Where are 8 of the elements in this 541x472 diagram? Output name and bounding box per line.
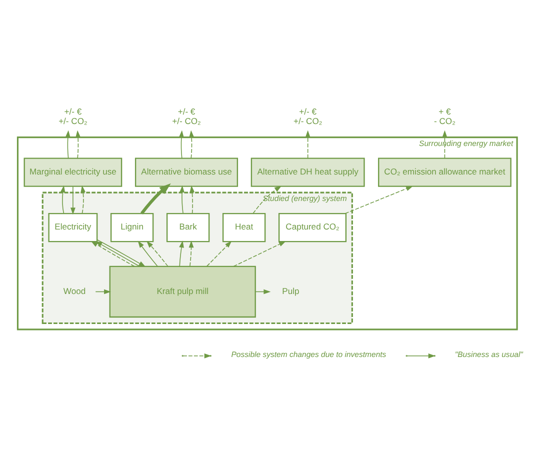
node-text: +/- € +/- CO₂: [172, 106, 201, 126]
node-text: Wood: [63, 285, 86, 296]
node-text: + € - CO₂: [434, 106, 456, 126]
node-text: Pulp: [282, 285, 300, 296]
legend-label: "Business as usual": [454, 350, 523, 359]
legend-label: Possible system changes due to investments: [231, 350, 386, 359]
node-text: +/- € +/- CO₂: [58, 106, 88, 126]
node-text: +/- € +/- CO₂: [293, 106, 322, 126]
